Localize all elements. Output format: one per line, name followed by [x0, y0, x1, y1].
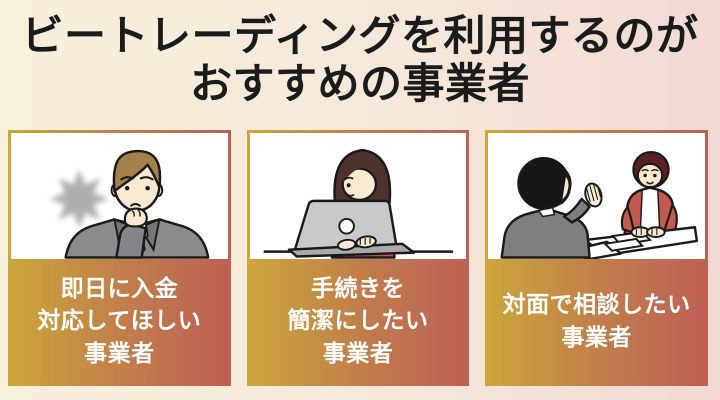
card-label-line: 手続きを — [311, 274, 405, 301]
card-same-day-payment: 即日に入金 対応してほしい 事業者 — [8, 129, 231, 386]
card-label-simple-procedure: 手続きを 簡潔にしたい 事業者 — [250, 259, 467, 383]
business-meeting-illustration — [488, 132, 706, 259]
woman-typing-on-laptop-illustration — [249, 132, 467, 259]
page-title: ビートレーディングを利用するのが おすすめの事業者 — [0, 0, 720, 108]
card-label-line: 事業者 — [322, 340, 394, 367]
worry-splat-shape — [50, 169, 109, 228]
woman-typing-on-laptop-svg — [263, 148, 453, 259]
business-meeting-svg — [500, 150, 699, 259]
card-label-face-to-face-consultation: 対面で相談したい 事業者 — [488, 259, 705, 383]
card-face-to-face-consultation: 対面で相談したい 事業者 — [485, 129, 709, 386]
card-label-line: 簡潔にしたい — [287, 307, 429, 334]
worried-businessman-illustration — [11, 132, 228, 259]
cards-row: 即日に入金 対応してほしい 事業者 — [0, 129, 720, 386]
card-label-same-day-payment: 即日に入金 対応してほしい 事業者 — [11, 259, 228, 383]
page-title-line2: おすすめの事業者 — [189, 59, 530, 107]
page-title-line1: ビートレーディングを利用するのが — [21, 12, 699, 59]
card-label-line: 即日に入金 — [60, 274, 179, 301]
card-simple-procedure: 手続きを 簡潔にしたい 事業者 — [246, 129, 470, 386]
worried-businessman-svg — [50, 149, 210, 259]
card-label-line: 対応してほしい — [37, 307, 202, 334]
card-label-line: 対面で相談したい — [502, 291, 691, 318]
card-label-line: 事業者 — [561, 323, 632, 350]
card-label-line: 事業者 — [84, 340, 155, 367]
